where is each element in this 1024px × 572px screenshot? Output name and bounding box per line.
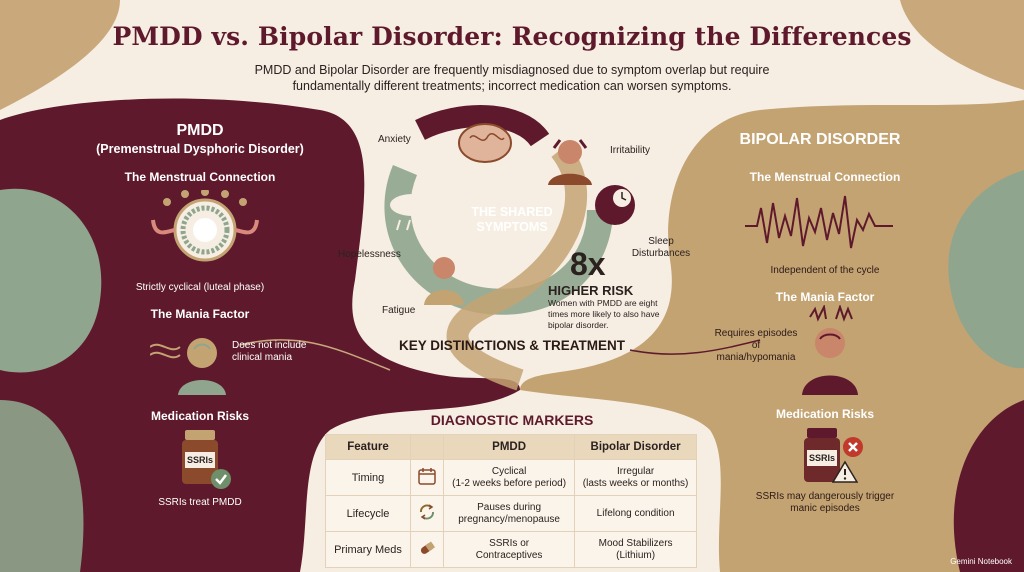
page-title: PMDD vs. Bipolar Disorder: Recognizing t… [112, 22, 912, 51]
ssri-bottle-right: SSRIs [804, 428, 840, 482]
pmdd-detail: (1-2 weeks before period) [452, 477, 567, 489]
bipolar-value: Mood Stabilizers [598, 537, 673, 549]
column-header: Bipolar Disorder [574, 434, 697, 460]
pmdd-mania-text: Does not include clinical mania [232, 340, 307, 363]
bipolar-mania-heading: The Mania Factor [775, 290, 875, 304]
cycle-arrows-icon [420, 503, 434, 520]
bipolar-mania-text: Requires episodes of mania/hypomania [714, 328, 798, 363]
cycle-wheel-icon [151, 190, 259, 262]
bipolar-cell: Irregular(lasts weeks or months) [574, 459, 697, 496]
manic-head-icon [802, 305, 858, 395]
icon-cell [410, 459, 444, 496]
calendar-icon [418, 467, 436, 485]
tired-person-icon [424, 257, 464, 305]
diagnostic-table: Feature PMDD Bipolar Disorder Timing Cyc… [325, 434, 697, 568]
feature-cell: Primary Meds [325, 531, 411, 568]
ssri-bottle-left: SSRIs [182, 430, 218, 484]
pill-icon [420, 541, 436, 554]
pmdd-value: Pauses during [477, 501, 542, 513]
bottle-label: SSRIs [185, 452, 215, 468]
watermark: Gemini Notebook [950, 557, 1012, 566]
pmdd-value: Cyclical [491, 465, 527, 477]
moon-clock-icon [595, 185, 635, 225]
pmdd-cell: Cyclical(1-2 weeks before period) [442, 459, 576, 496]
bipolar-detail: (lasts weeks or months) [582, 477, 689, 489]
pmdd-heading: PMDD (Premenstrual Dysphoric Disorder) [70, 122, 330, 156]
column-header: Feature [325, 434, 411, 460]
key-distinctions-heading: KEY DISTINCTIONS & TREATMENT [398, 338, 625, 353]
icon-cell [410, 495, 444, 532]
bipolar-meds-heading: Medication Risks [775, 407, 875, 421]
rain-cloud-icon [390, 194, 434, 231]
pmdd-subtitle: (Premenstrual Dysphoric Disorder) [96, 142, 304, 156]
page-subtitle: PMDD and Bipolar Disorder are frequently… [254, 63, 770, 93]
distressed-person-icon [548, 139, 592, 185]
table-header-row: Feature PMDD Bipolar Disorder [325, 434, 697, 460]
symptom-fatigue: Fatigue [382, 305, 416, 316]
bipolar-cell: Mood Stabilizers(Lithium) [574, 531, 697, 568]
pmdd-detail: Contraceptives [475, 549, 543, 561]
warning-icon [832, 460, 858, 483]
symptom-irritability: Irritability [610, 145, 651, 156]
pmdd-menstrual-text: Strictly cyclical (luteal phase) [135, 282, 265, 293]
pmdd-menstrual-heading: The Menstrual Connection [124, 170, 276, 184]
symptom-hopelessness: Hopelessness [338, 249, 401, 260]
calm-head-icon [150, 338, 226, 395]
bipolar-value: Irregular [616, 465, 655, 477]
bottle-cap [185, 430, 215, 440]
brain-icon [458, 123, 512, 163]
bipolar-title: BIPOLAR DISORDER [739, 131, 901, 148]
bipolar-detail: (Lithium) [616, 549, 656, 561]
pmdd-meds-text: SSRIs treat PMDD [158, 497, 242, 508]
x-mark-icon [843, 437, 863, 457]
table-row: Timing Cyclical(1-2 weeks before period)… [325, 459, 697, 496]
symptom-anxiety: Anxiety [378, 134, 411, 145]
pmdd-meds-heading: Medication Risks [150, 409, 250, 423]
bipolar-cell: Lifelong condition [574, 495, 697, 532]
icon-cell [410, 531, 444, 568]
bipolar-menstrual-heading: The Menstrual Connection [749, 170, 901, 184]
shared-symptoms-title: THE SHARED SYMPTOMS [471, 205, 553, 234]
pmdd-detail: pregnancy/menopause [458, 513, 560, 525]
symptom-sleep: Sleep Disturbances [631, 236, 691, 259]
pmdd-mania-heading: The Mania Factor [150, 307, 250, 321]
erratic-wave-icon [745, 195, 893, 249]
column-header-icon [410, 434, 444, 460]
bipolar-value: Lifelong condition [596, 507, 675, 519]
column-header: PMDD [442, 434, 576, 460]
risk-text: Women with PMDD are eight times more lik… [548, 298, 660, 330]
bipolar-meds-text: SSRIs may dangerously trigger manic epis… [755, 491, 895, 514]
bottle-cap [807, 428, 837, 438]
risk-multiplier: 8x [570, 246, 606, 282]
feature-cell: Timing [325, 459, 411, 496]
pmdd-value: SSRIs or [489, 537, 530, 549]
risk-label: HIGHER RISK [548, 283, 634, 298]
feature-cell: Lifecycle [325, 495, 411, 532]
diagnostic-heading: DIAGNOSTIC MARKERS [430, 412, 594, 428]
bottle-label: SSRIs [807, 450, 837, 466]
pmdd-title: PMDD [176, 122, 224, 139]
checkmark-icon [211, 469, 231, 489]
bipolar-menstrual-text: Independent of the cycle [770, 265, 880, 276]
